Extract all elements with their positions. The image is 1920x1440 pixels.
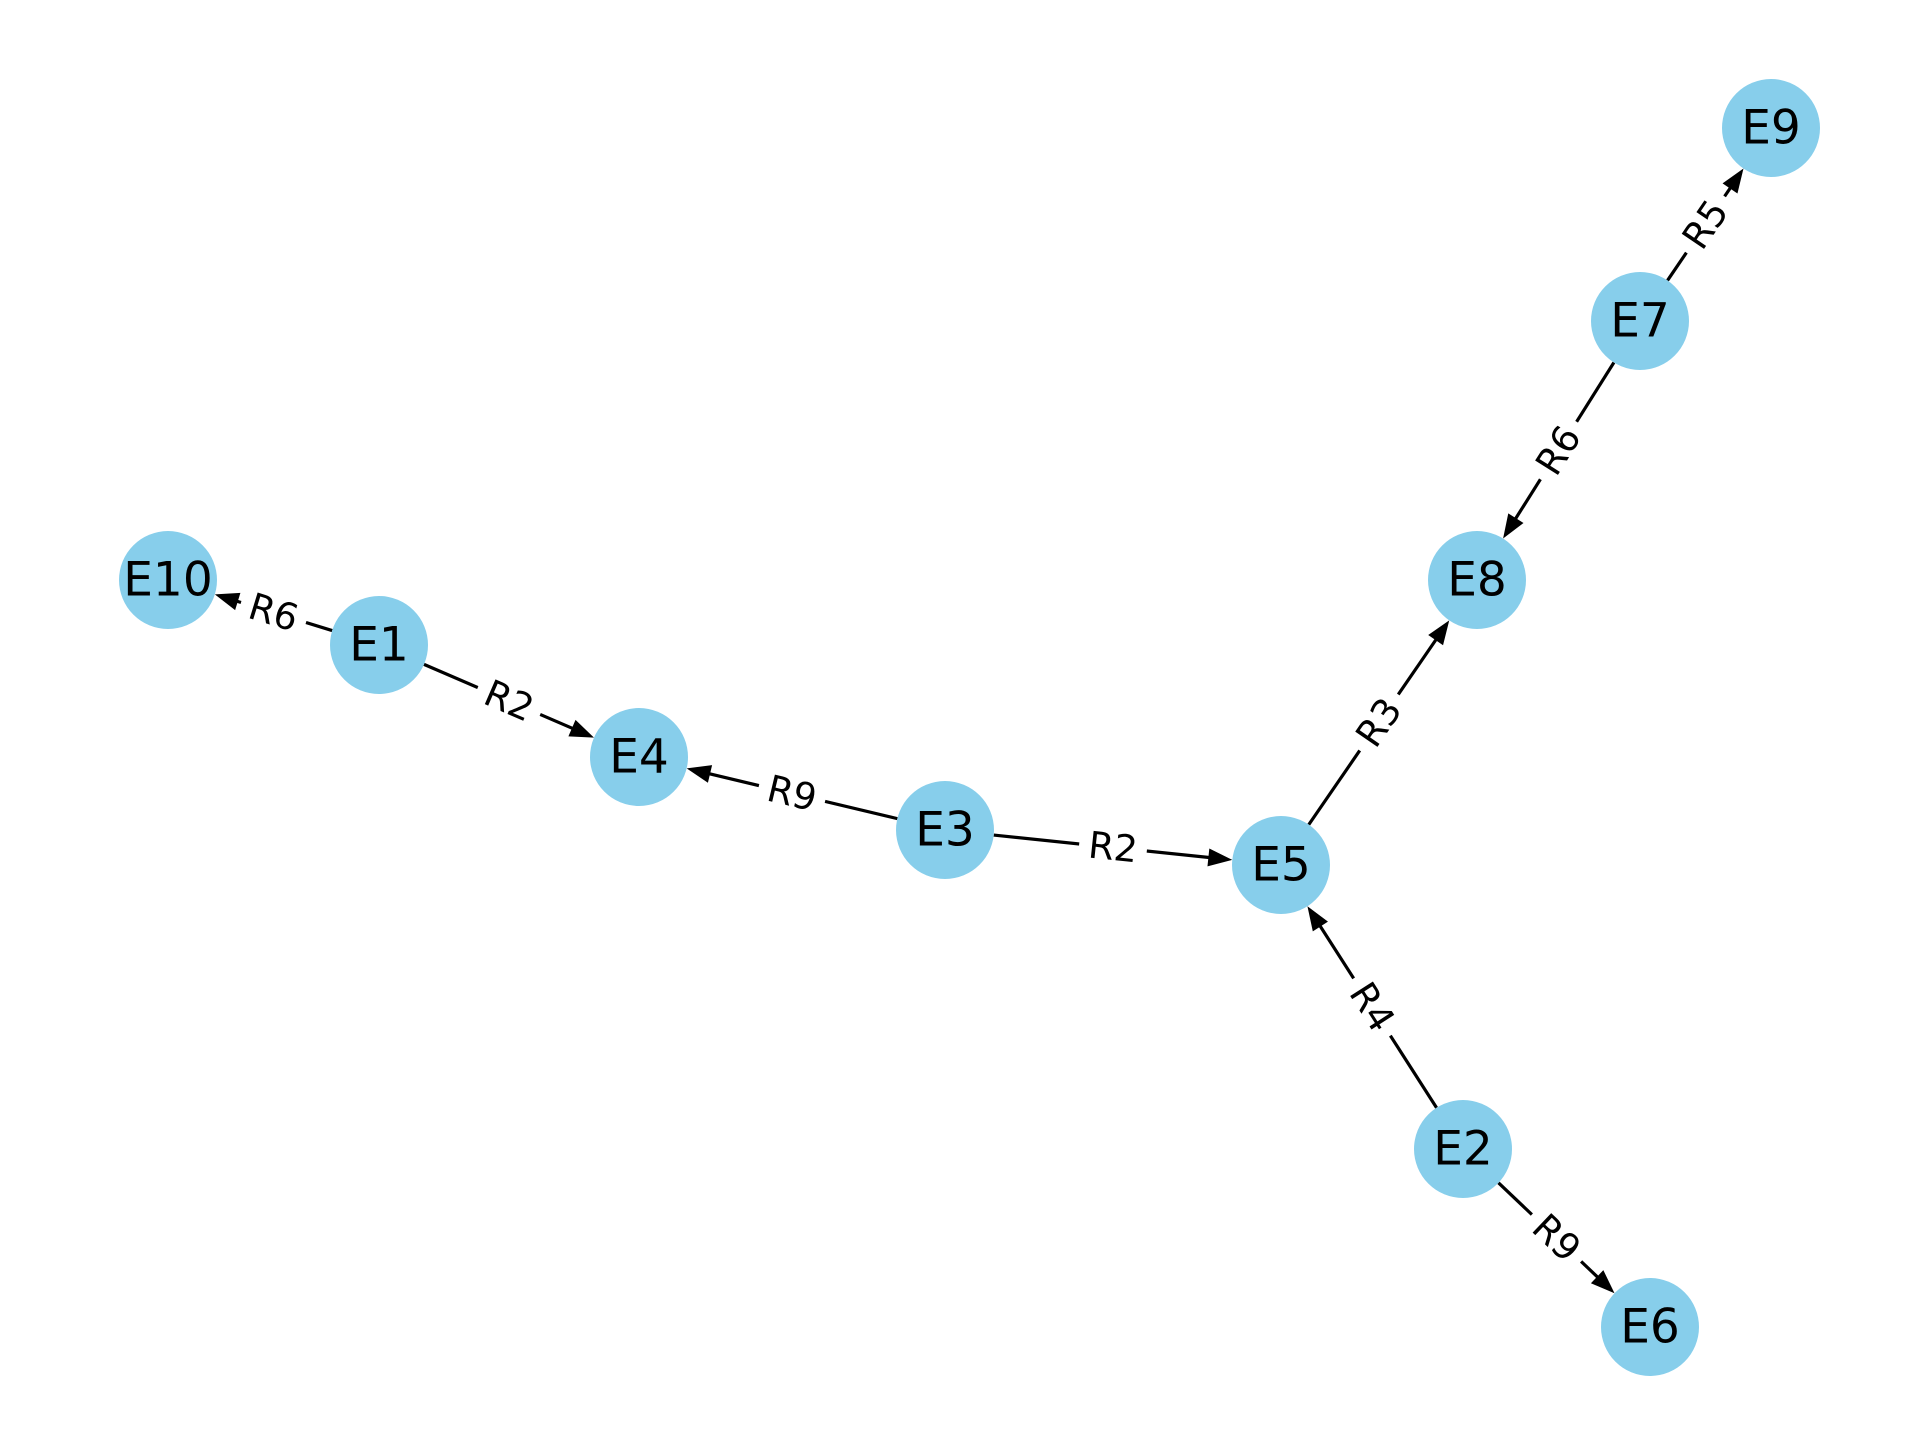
edge-label-group: R9 (753, 762, 831, 825)
node-E2: E2 (1414, 1100, 1512, 1198)
arrowhead-icon (1307, 906, 1328, 932)
node-label: E10 (123, 553, 213, 608)
node-label: E9 (1741, 101, 1801, 156)
node-circle (896, 781, 994, 879)
node-E7: E7 (1591, 272, 1689, 370)
node-E3: E3 (896, 781, 994, 879)
node-label: E7 (1610, 294, 1670, 349)
edge-label-group: R4 (1333, 965, 1411, 1049)
node-circle (119, 531, 217, 629)
node-E10: E10 (119, 531, 217, 629)
node-label: E6 (1620, 1300, 1680, 1355)
arrowhead-icon (1722, 168, 1744, 194)
edge-label-background (1339, 680, 1419, 765)
edge-E1-E10: R6 (214, 579, 333, 646)
edge-E2-E5: R4 (1307, 906, 1438, 1109)
edge-label-group: R3 (1339, 680, 1419, 765)
edge-E3-E4: R9 (686, 762, 898, 825)
edge-label-background (1076, 820, 1150, 875)
edge-E7-E8: R6 (1503, 361, 1616, 539)
node-label: E1 (349, 618, 409, 673)
edge-label-background (753, 762, 831, 825)
node-circle (590, 708, 688, 806)
edge-E5-E8: R3 (1307, 620, 1450, 826)
node-circle (1591, 272, 1689, 370)
edge-label-background (1515, 1197, 1598, 1279)
node-E6: E6 (1601, 1278, 1699, 1376)
arrowhead-icon (568, 719, 594, 738)
edge-E1-E4: R2 (423, 662, 594, 738)
node-circle (1232, 816, 1330, 914)
edge-label-background (1666, 182, 1745, 267)
node-label: E8 (1447, 553, 1507, 608)
node-circle (330, 596, 428, 694)
node-E5: E5 (1232, 816, 1330, 914)
node-circle (1414, 1100, 1512, 1198)
edge-label-background (1333, 965, 1411, 1049)
node-E8: E8 (1428, 531, 1526, 629)
edge-label: R2 (1086, 824, 1139, 872)
node-label: E4 (609, 730, 669, 785)
node-circle (1428, 531, 1526, 629)
edge-label-group: R5 (1666, 182, 1745, 267)
edge-label-group: R6 (1520, 408, 1597, 493)
edge-E3-E5: R2 (993, 820, 1233, 875)
edge-label-group: R2 (1076, 820, 1150, 875)
node-circle (1722, 79, 1820, 177)
edge-label-group: R2 (468, 665, 550, 737)
node-E9: E9 (1722, 79, 1820, 177)
arrowhead-icon (686, 765, 713, 783)
edge-label-background (468, 665, 550, 737)
node-label: E3 (915, 803, 975, 858)
node-label: E2 (1433, 1122, 1493, 1177)
arrowhead-icon (214, 592, 241, 611)
edge-E7-E9: R5 (1666, 168, 1745, 282)
arrowhead-icon (1590, 1270, 1615, 1294)
node-label: E5 (1251, 838, 1311, 893)
edge-label-background (1520, 408, 1597, 493)
arrowhead-icon (1207, 848, 1233, 867)
arrowhead-icon (1503, 513, 1524, 539)
edge-E2-E6: R9 (1497, 1181, 1615, 1294)
edge-label-background (233, 579, 314, 646)
node-circle (1601, 1278, 1699, 1376)
node-E4: E4 (590, 708, 688, 806)
edge-label-group: R6 (233, 579, 314, 646)
node-E1: E1 (330, 596, 428, 694)
arrowhead-icon (1428, 620, 1450, 646)
